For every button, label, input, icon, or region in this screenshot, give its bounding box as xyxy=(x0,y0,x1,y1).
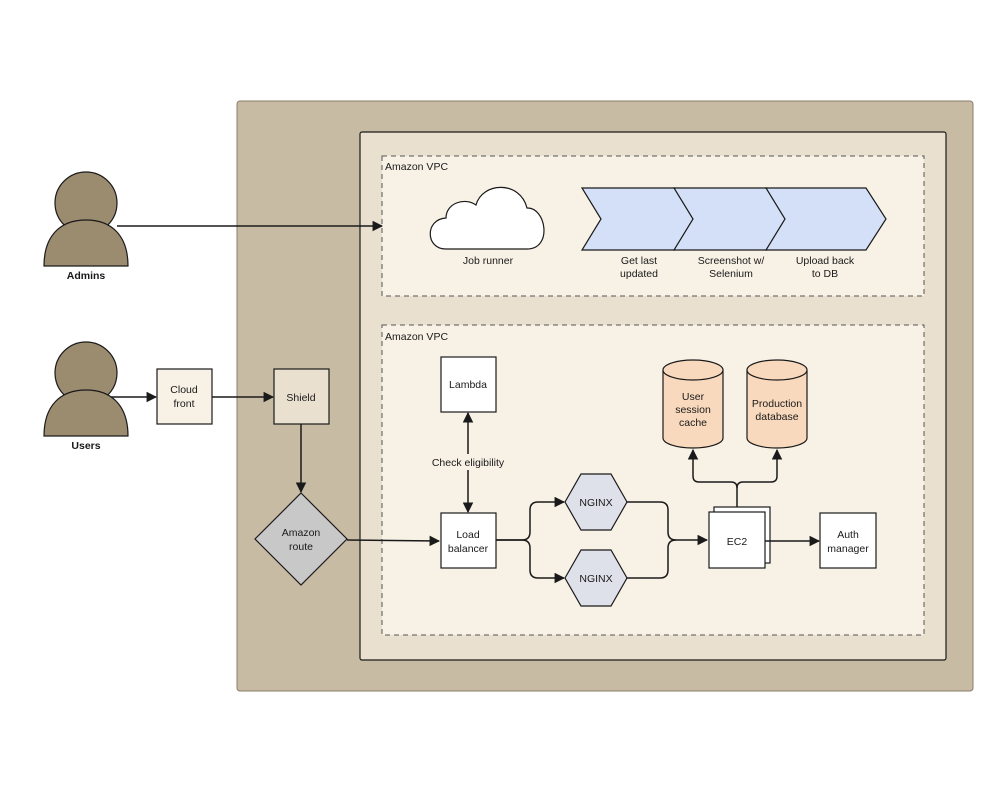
edge-ec2-to-db xyxy=(736,448,783,489)
shield-node xyxy=(273,368,330,425)
check-label-bg xyxy=(424,454,512,470)
user-session-cache-db-icon xyxy=(662,359,724,449)
lambda-node xyxy=(440,356,497,413)
lb-line-2: balancer xyxy=(448,543,489,555)
edge-route-to-lb xyxy=(346,535,441,547)
shield-label: Shield xyxy=(286,392,315,404)
edge-nginx-1-to-ec2 xyxy=(627,501,709,546)
step-3-line-2: to DB xyxy=(812,268,838,280)
vpc-bottom-label: Amazon VPC xyxy=(385,331,448,343)
nginx-2-label: NGINX xyxy=(579,573,612,585)
cloudfront-line-1: Cloud xyxy=(170,384,198,396)
edge-lb-to-nginx-1 xyxy=(496,496,566,541)
cloudfront-line-2: front xyxy=(173,398,194,410)
load-balancer-node xyxy=(440,512,497,569)
cache-line-3: cache xyxy=(679,417,707,429)
ec2-label: EC2 xyxy=(727,536,748,548)
amazon-route-node xyxy=(254,492,348,586)
step-1-line-2: updated xyxy=(620,268,658,280)
cloudfront-node xyxy=(156,368,213,425)
step-upload xyxy=(764,187,887,251)
edge-lb-to-nginx-2 xyxy=(496,539,566,584)
job-runner-cloud-icon xyxy=(429,186,545,250)
vpc-top-label: Amazon VPC xyxy=(385,161,448,173)
cache-line-1: User xyxy=(682,391,705,403)
lambda-label: Lambda xyxy=(449,379,487,391)
step-2-line-1: Screenshot w/ xyxy=(698,255,765,267)
nginx-1-label: NGINX xyxy=(579,497,612,509)
route-line-1: Amazon xyxy=(282,527,321,539)
job-runner-label: Job runner xyxy=(463,255,514,267)
step-1-line-1: Get last xyxy=(621,255,657,267)
auth-line-2: manager xyxy=(827,543,869,555)
auth-manager-node xyxy=(819,512,877,569)
lb-line-1: Load xyxy=(456,529,480,541)
step-3-line-1: Upload back xyxy=(796,255,855,267)
db-line-1: Production xyxy=(752,398,802,410)
cache-line-2: session xyxy=(675,404,711,416)
ec2-node xyxy=(708,511,766,569)
check-eligibility-label: Check eligibility xyxy=(432,457,505,469)
admins-person-icon xyxy=(43,171,129,267)
admins-label: Admins xyxy=(67,270,106,282)
users-person-icon xyxy=(43,341,129,437)
auth-line-1: Auth xyxy=(837,529,859,541)
svg-text:Screenshot w/Selenium: Screenshot w/Selenium xyxy=(698,255,765,280)
users-label: Users xyxy=(71,440,100,452)
route-line-2: route xyxy=(289,541,313,553)
production-database-icon xyxy=(746,359,808,449)
step-2-line-2: Selenium xyxy=(709,268,753,280)
edge-nginx-2-to-ec2 xyxy=(627,539,677,579)
db-line-2: database xyxy=(755,411,798,423)
